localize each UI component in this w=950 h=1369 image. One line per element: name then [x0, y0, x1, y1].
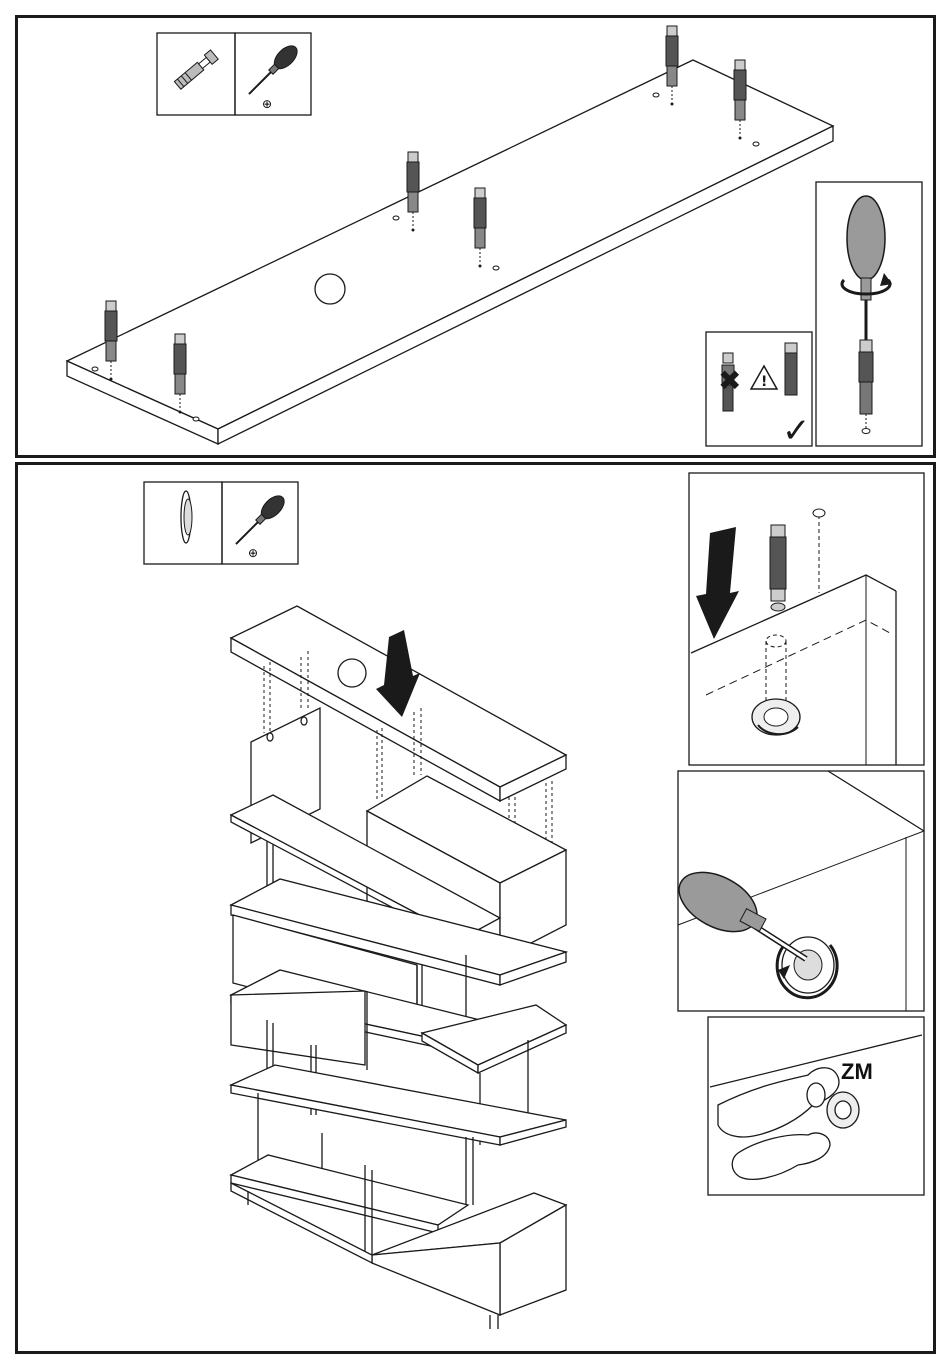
part-label-circle-2: [338, 659, 366, 687]
shelf-unit: [231, 708, 566, 1329]
step-2-panel: ⊕: [15, 462, 936, 1354]
warning-symbol: !: [761, 374, 767, 390]
cam-detail-inset: [689, 473, 924, 765]
step-1-drawing: ⊕ ✖ !: [18, 18, 939, 461]
phillips-symbol-2: ⊕: [248, 546, 258, 560]
screwdriver-icon: [243, 42, 301, 100]
step-1-tool-box: [157, 33, 311, 115]
cam-bolt-icon: [174, 50, 218, 90]
part-label-circle: [315, 274, 345, 304]
step-2-tool-box: [144, 482, 298, 564]
warning-inset: ✖ ! ✓: [706, 332, 812, 451]
check-mark-icon: ✓: [782, 411, 811, 451]
screwdriver-inset: [816, 182, 922, 446]
screwdriver-turn-inset: [669, 771, 924, 1011]
step-2-drawing: ⊕: [18, 465, 939, 1357]
step-1-panel: ⊕ ✖ !: [15, 15, 936, 458]
zoom-label: ZM: [841, 1059, 873, 1085]
screwdriver-icon-2: [230, 492, 288, 550]
screwdriver-handle-icon: [847, 196, 885, 280]
phillips-symbol: ⊕: [262, 97, 272, 111]
wrong-mark-icon: ✖: [718, 364, 741, 397]
hand-inset: [708, 1017, 924, 1195]
cam-lock-icon: [181, 491, 192, 543]
